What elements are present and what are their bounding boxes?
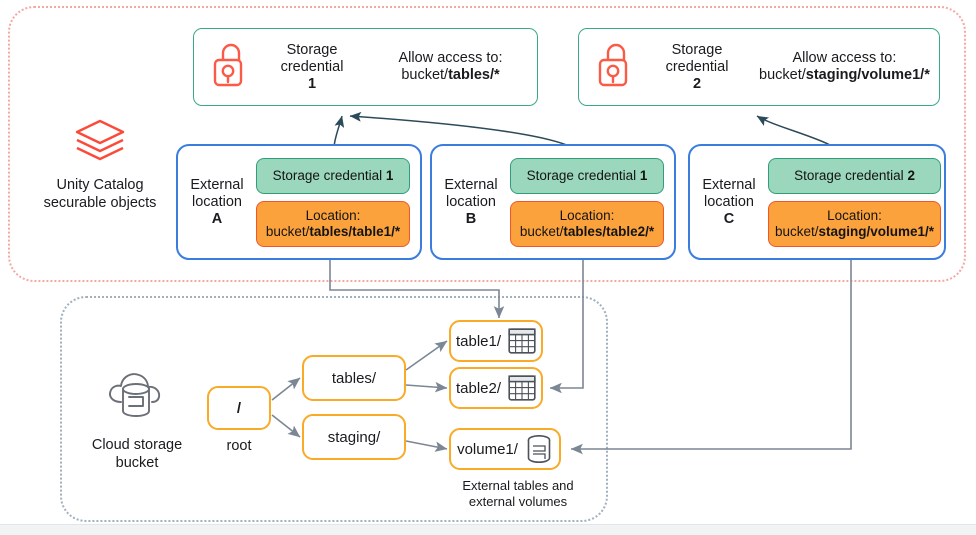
ext-label-name: A xyxy=(211,210,223,227)
location-chip-prefix: bucket/ xyxy=(519,223,564,239)
table-grid-icon xyxy=(508,375,536,401)
bucket-node-table1-label: table1/ xyxy=(455,332,502,350)
credential-title-line2: credential xyxy=(280,58,344,75)
location-chip-prefix: bucket/ xyxy=(775,223,819,239)
storage-credential-title-1: Storage credential 1 xyxy=(260,42,364,93)
credential-number: 2 xyxy=(692,75,702,92)
allow-label: Allow access to: xyxy=(398,50,503,66)
unity-catalog-legend-line2: securable objects xyxy=(43,195,157,211)
caption-line1: External tables and xyxy=(462,478,574,493)
cloud-storage-legend-line2: bucket xyxy=(115,455,159,471)
ext-label-line1: External xyxy=(702,176,756,193)
open-padlock-icon xyxy=(210,42,250,93)
bucket-node-table2-label: table2/ xyxy=(455,379,502,397)
location-chip-path: tables/table2/* xyxy=(563,223,655,239)
credential-chip-number: 1 xyxy=(385,167,394,183)
open-padlock-icon xyxy=(595,42,635,93)
ext-label-line1: External xyxy=(444,176,498,193)
bucket-node-staging-label: staging/ xyxy=(327,428,381,446)
volume-cylinder-icon xyxy=(525,434,553,464)
unity-catalog-legend-line1: Unity Catalog xyxy=(56,177,144,193)
storage-credential-card-1[interactable]: Storage credential 1 Allow access to: bu… xyxy=(193,28,538,106)
credential-chip-prefix: Storage credential xyxy=(526,167,640,183)
storage-credential-allow-2: Allow access to: bucket/staging/volume1/… xyxy=(749,50,940,84)
allow-prefix: bucket/ xyxy=(401,67,449,83)
table-grid-icon xyxy=(508,328,536,354)
credential-number: 1 xyxy=(307,75,317,92)
external-location-stack-b: Storage credential 1 Location: bucket/ta… xyxy=(510,150,674,255)
credential-chip-b[interactable]: Storage credential 1 xyxy=(510,157,664,194)
unity-catalog-legend: Unity Catalog securable objects xyxy=(32,118,168,212)
bucket-node-root-sublabel: root xyxy=(226,438,252,454)
cloud-database-icon xyxy=(101,373,173,428)
bucket-node-volume1-label: volume1/ xyxy=(457,440,518,458)
external-location-label-b: External location B xyxy=(432,177,510,228)
credential-chip-prefix: Storage credential xyxy=(272,167,386,183)
credential-chip-prefix: Storage credential xyxy=(794,167,908,183)
ext-label-name: C xyxy=(723,210,735,227)
bucket-node-tables[interactable]: tables/ xyxy=(302,355,406,401)
credential-chip-number: 2 xyxy=(907,167,915,183)
location-chip-label: Location: xyxy=(559,207,615,223)
credential-title-line1: Storage xyxy=(286,41,338,58)
databricks-layers-icon xyxy=(73,119,127,168)
credential-title-line2: credential xyxy=(665,58,729,75)
bucket-node-staging[interactable]: staging/ xyxy=(302,414,406,460)
location-chip-b[interactable]: Location: bucket/tables/table2/* xyxy=(510,200,664,247)
external-location-label-c: External location C xyxy=(690,177,768,228)
bucket-node-table1[interactable]: table1/ xyxy=(449,320,543,362)
storage-credential-allow-1: Allow access to: bucket/tables/* xyxy=(364,50,537,84)
external-location-card-b[interactable]: External location B Storage credential 1… xyxy=(430,144,676,260)
external-location-card-a[interactable]: External location A Storage credential 1… xyxy=(176,144,422,260)
ext-label-line2: location xyxy=(704,193,754,210)
bucket-tree-caption: External tables and external volumes xyxy=(410,478,626,510)
credential-chip-a[interactable]: Storage credential 1 xyxy=(256,157,410,194)
allow-path: staging/volume1/* xyxy=(805,67,930,83)
storage-credential-title-2: Storage credential 2 xyxy=(645,42,749,93)
bucket-node-table2[interactable]: table2/ xyxy=(449,367,543,409)
location-chip-label: Location: xyxy=(305,207,361,223)
ext-label-line1: External xyxy=(190,176,244,193)
credential-chip-c[interactable]: Storage credential 2 xyxy=(768,157,942,194)
credential-title-line1: Storage xyxy=(671,41,723,58)
allow-label: Allow access to: xyxy=(792,50,897,66)
location-chip-path: tables/table1/* xyxy=(309,223,401,239)
caption-line2: external volumes xyxy=(468,494,568,509)
location-chip-label: Location: xyxy=(827,207,882,223)
bucket-node-tables-label: tables/ xyxy=(331,369,377,387)
location-chip-prefix: bucket/ xyxy=(265,223,310,239)
footer-band xyxy=(0,524,976,535)
bucket-node-root[interactable]: / xyxy=(207,386,271,430)
external-location-stack-a: Storage credential 1 Location: bucket/ta… xyxy=(256,150,420,255)
allow-path: tables/* xyxy=(448,67,500,83)
bucket-node-volume1[interactable]: volume1/ xyxy=(449,428,561,470)
external-location-stack-c: Storage credential 2 Location: bucket/st… xyxy=(768,150,951,255)
ext-label-line2: location xyxy=(192,193,242,210)
location-chip-a[interactable]: Location: bucket/tables/table1/* xyxy=(256,200,410,247)
cloud-storage-legend: Cloud storage bucket xyxy=(72,366,202,472)
external-location-card-c[interactable]: External location C Storage credential 2… xyxy=(688,144,946,260)
storage-credential-card-2[interactable]: Storage credential 2 Allow access to: bu… xyxy=(578,28,940,106)
external-location-label-a: External location A xyxy=(178,177,256,228)
bucket-node-root-label: / xyxy=(236,399,242,417)
credential-chip-number: 1 xyxy=(639,167,648,183)
ext-label-name: B xyxy=(465,210,477,227)
allow-prefix: bucket/ xyxy=(759,67,806,83)
cloud-storage-legend-line1: Cloud storage xyxy=(91,437,183,453)
location-chip-c[interactable]: Location: bucket/staging/volume1/* xyxy=(768,200,942,247)
location-chip-path: staging/volume1/* xyxy=(818,223,935,239)
ext-label-line2: location xyxy=(446,193,496,210)
